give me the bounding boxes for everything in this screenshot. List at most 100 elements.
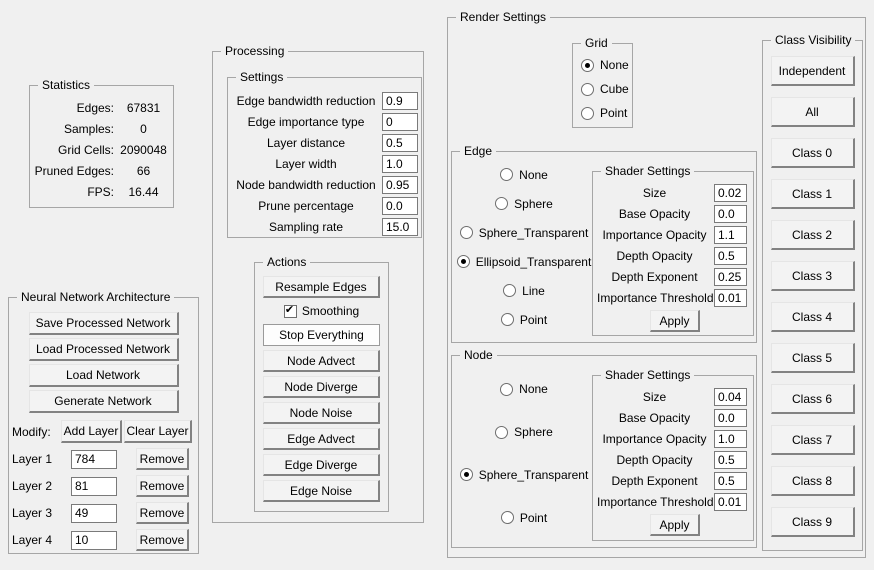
node-radio-sphere-transparent[interactable]: Sphere_Transparent bbox=[456, 468, 592, 482]
class-button-independent[interactable]: Independent bbox=[770, 56, 855, 86]
shader-row: Base Opacity bbox=[597, 205, 753, 223]
edge-noise-button[interactable]: Edge Noise bbox=[263, 480, 380, 502]
shader-row: Importance Threshold bbox=[597, 493, 753, 511]
edge-option-label: Line bbox=[522, 283, 545, 298]
radio-icon[interactable] bbox=[500, 313, 514, 326]
edge-radio-ellipsoid-transparent[interactable]: Ellipsoid_Transparent bbox=[456, 255, 592, 269]
node-options: None Sphere Sphere_Transparent Point bbox=[456, 368, 592, 539]
radio-icon[interactable] bbox=[456, 255, 470, 268]
node-title: Node bbox=[460, 348, 497, 363]
shader-row: Depth Exponent bbox=[597, 268, 753, 286]
layer-1-input[interactable] bbox=[71, 449, 117, 469]
stop-everything-button[interactable]: Stop Everything bbox=[263, 324, 380, 346]
edge-radio-sphere[interactable]: Sphere bbox=[456, 197, 592, 211]
class-button-all[interactable]: All bbox=[770, 97, 855, 127]
sampling-rate-input[interactable] bbox=[382, 218, 418, 236]
edge-radio-sphere-transparent[interactable]: Sphere_Transparent bbox=[456, 226, 592, 240]
node-depth-opacity-input[interactable] bbox=[714, 451, 747, 469]
importance-opacity-label: Importance Opacity bbox=[602, 228, 707, 242]
layer-row-1: Layer 1 Remove bbox=[9, 448, 198, 470]
edge-advect-button[interactable]: Edge Advect bbox=[263, 428, 380, 450]
edge-importance-opacity-input[interactable] bbox=[714, 226, 747, 244]
smoothing-checkbox[interactable] bbox=[283, 304, 297, 318]
edge-radio-point[interactable]: Point bbox=[456, 313, 592, 327]
node-advect-button[interactable]: Node Advect bbox=[263, 350, 380, 372]
depth-exponent-label: Depth Exponent bbox=[611, 474, 698, 488]
radio-icon[interactable] bbox=[495, 425, 509, 439]
radio-icon[interactable] bbox=[500, 511, 514, 525]
add-layer-button[interactable]: Add Layer bbox=[61, 420, 122, 443]
radio-icon[interactable] bbox=[581, 106, 594, 120]
node-radio-none[interactable]: None bbox=[456, 382, 592, 396]
radio-icon[interactable] bbox=[495, 197, 509, 210]
class-button-6[interactable]: Class 6 bbox=[770, 384, 855, 414]
smoothing-label: Smoothing bbox=[301, 304, 360, 318]
load-processed-network-button[interactable]: Load Processed Network bbox=[28, 338, 179, 361]
edge-radio-line[interactable]: Line bbox=[456, 284, 592, 298]
actions-group: Actions Resample Edges Smoothing Stop Ev… bbox=[254, 255, 389, 512]
radio-icon[interactable] bbox=[581, 58, 594, 72]
edge-apply-button[interactable]: Apply bbox=[650, 310, 700, 332]
neural-network-architecture-group: Neural Network Architecture Save Process… bbox=[8, 290, 199, 554]
load-network-button[interactable]: Load Network bbox=[28, 364, 179, 387]
layer-2-input[interactable] bbox=[71, 476, 117, 496]
grid-option-label: Cube bbox=[600, 82, 629, 96]
node-radio-sphere[interactable]: Sphere bbox=[456, 425, 592, 439]
edge-size-input[interactable] bbox=[714, 184, 747, 202]
radio-icon[interactable] bbox=[459, 226, 473, 239]
layer-width-input[interactable] bbox=[382, 155, 418, 173]
radio-icon[interactable] bbox=[581, 82, 594, 96]
radio-icon[interactable] bbox=[459, 468, 473, 482]
class-button-4[interactable]: Class 4 bbox=[770, 302, 855, 332]
shader-row: Importance Opacity bbox=[597, 430, 753, 448]
radio-icon[interactable] bbox=[500, 168, 514, 181]
node-apply-button[interactable]: Apply bbox=[650, 514, 700, 536]
grid-radio-point[interactable]: Point bbox=[573, 101, 632, 125]
class-button-3[interactable]: Class 3 bbox=[770, 261, 855, 291]
class-button-1[interactable]: Class 1 bbox=[770, 179, 855, 209]
edge-bandwidth-reduction-input[interactable] bbox=[382, 92, 418, 110]
node-diverge-button[interactable]: Node Diverge bbox=[263, 376, 380, 398]
edge-base-opacity-input[interactable] bbox=[714, 205, 747, 223]
edge-radio-none[interactable]: None bbox=[456, 168, 592, 182]
layer-4-input[interactable] bbox=[71, 530, 117, 550]
radio-icon[interactable] bbox=[503, 284, 517, 297]
node-depth-exponent-input[interactable] bbox=[714, 472, 747, 490]
node-noise-button[interactable]: Node Noise bbox=[263, 402, 380, 424]
class-button-0[interactable]: Class 0 bbox=[770, 138, 855, 168]
grid-radio-none[interactable]: None bbox=[573, 53, 632, 77]
remove-layer-2-button[interactable]: Remove bbox=[136, 475, 189, 497]
class-button-7[interactable]: Class 7 bbox=[770, 425, 855, 455]
shader-row: Depth Opacity bbox=[597, 247, 753, 265]
radio-icon[interactable] bbox=[500, 382, 514, 396]
remove-layer-1-button[interactable]: Remove bbox=[136, 448, 189, 470]
class-button-9[interactable]: Class 9 bbox=[770, 507, 855, 537]
class-button-2[interactable]: Class 2 bbox=[770, 220, 855, 250]
remove-layer-3-button[interactable]: Remove bbox=[136, 502, 189, 524]
grid-radio-cube[interactable]: Cube bbox=[573, 77, 632, 101]
smoothing-checkbox-row[interactable]: Smoothing bbox=[283, 302, 360, 320]
node-radio-point[interactable]: Point bbox=[456, 511, 592, 525]
edge-depth-exponent-input[interactable] bbox=[714, 268, 747, 286]
node-base-opacity-input[interactable] bbox=[714, 409, 747, 427]
edge-importance-type-input[interactable] bbox=[382, 113, 418, 131]
clear-layer-button[interactable]: Clear Layer bbox=[124, 420, 192, 443]
node-importance-threshold-input[interactable] bbox=[714, 493, 747, 511]
resample-edges-button[interactable]: Resample Edges bbox=[263, 276, 380, 298]
class-button-8[interactable]: Class 8 bbox=[770, 466, 855, 496]
node-bandwidth-reduction-input[interactable] bbox=[382, 176, 418, 194]
layer-3-input[interactable] bbox=[71, 503, 117, 523]
node-size-input[interactable] bbox=[714, 388, 747, 406]
node-importance-opacity-input[interactable] bbox=[714, 430, 747, 448]
layer-distance-input[interactable] bbox=[382, 134, 418, 152]
class-button-5[interactable]: Class 5 bbox=[770, 343, 855, 373]
edge-title: Edge bbox=[460, 144, 497, 159]
edge-depth-opacity-input[interactable] bbox=[714, 247, 747, 265]
generate-network-button[interactable]: Generate Network bbox=[28, 390, 179, 413]
save-processed-network-button[interactable]: Save Processed Network bbox=[28, 312, 179, 335]
prune-percentage-input[interactable] bbox=[382, 197, 418, 215]
edge-diverge-button[interactable]: Edge Diverge bbox=[263, 454, 380, 476]
edge-importance-threshold-input[interactable] bbox=[714, 289, 747, 307]
remove-layer-4-button[interactable]: Remove bbox=[136, 529, 189, 551]
